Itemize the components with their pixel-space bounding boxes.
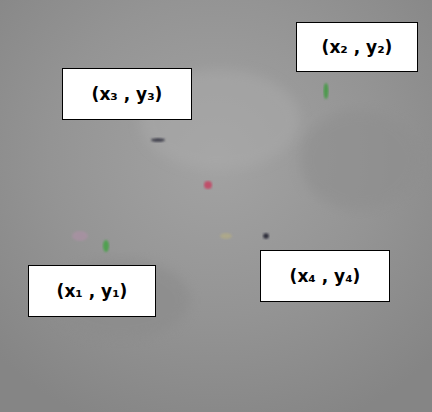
coordinate-label: (x₄ , y₄) (290, 266, 361, 286)
label-box: (x₃ , y₃) (62, 68, 192, 120)
coordinate-label: (x₃ , y₃) (92, 84, 163, 104)
coordinate-label: (x₂ , y₂) (322, 37, 393, 57)
coordinate-label: (x₁ , y₁) (57, 281, 128, 301)
label-box: (x₁ , y₁) (28, 265, 156, 317)
label-box: (x₂ , y₂) (296, 22, 418, 72)
label-box: (x₄ , y₄) (260, 250, 390, 302)
